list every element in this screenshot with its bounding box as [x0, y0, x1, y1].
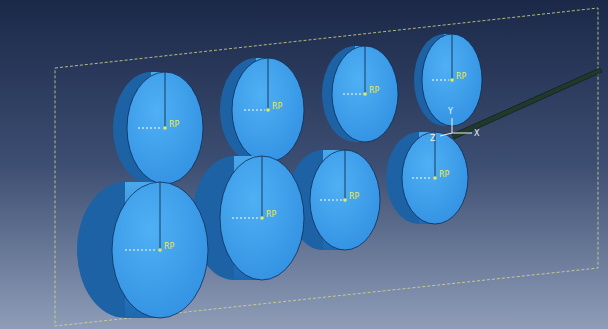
reference-label: RP — [164, 242, 174, 251]
reference-label: RP — [369, 86, 379, 95]
reference-label: RP — [349, 192, 359, 201]
axis-label: Z — [430, 134, 435, 143]
roll — [113, 72, 203, 184]
reference-label: RP — [456, 72, 466, 81]
axis-label: Y — [448, 107, 453, 116]
reference-label: RP — [272, 102, 282, 111]
axis-line — [125, 80, 449, 250]
reference-label: RP — [439, 170, 449, 179]
reference-point — [158, 78, 454, 252]
roll — [192, 156, 304, 280]
roll — [322, 46, 398, 142]
roll — [414, 34, 482, 126]
reference-label: RP — [169, 120, 179, 129]
roll — [386, 132, 468, 224]
roll — [77, 182, 208, 318]
strip — [452, 68, 602, 139]
roll — [220, 58, 304, 162]
axis-label: X — [474, 129, 479, 138]
reference-label: RP — [266, 210, 276, 219]
coordinate-triad — [440, 118, 472, 136]
